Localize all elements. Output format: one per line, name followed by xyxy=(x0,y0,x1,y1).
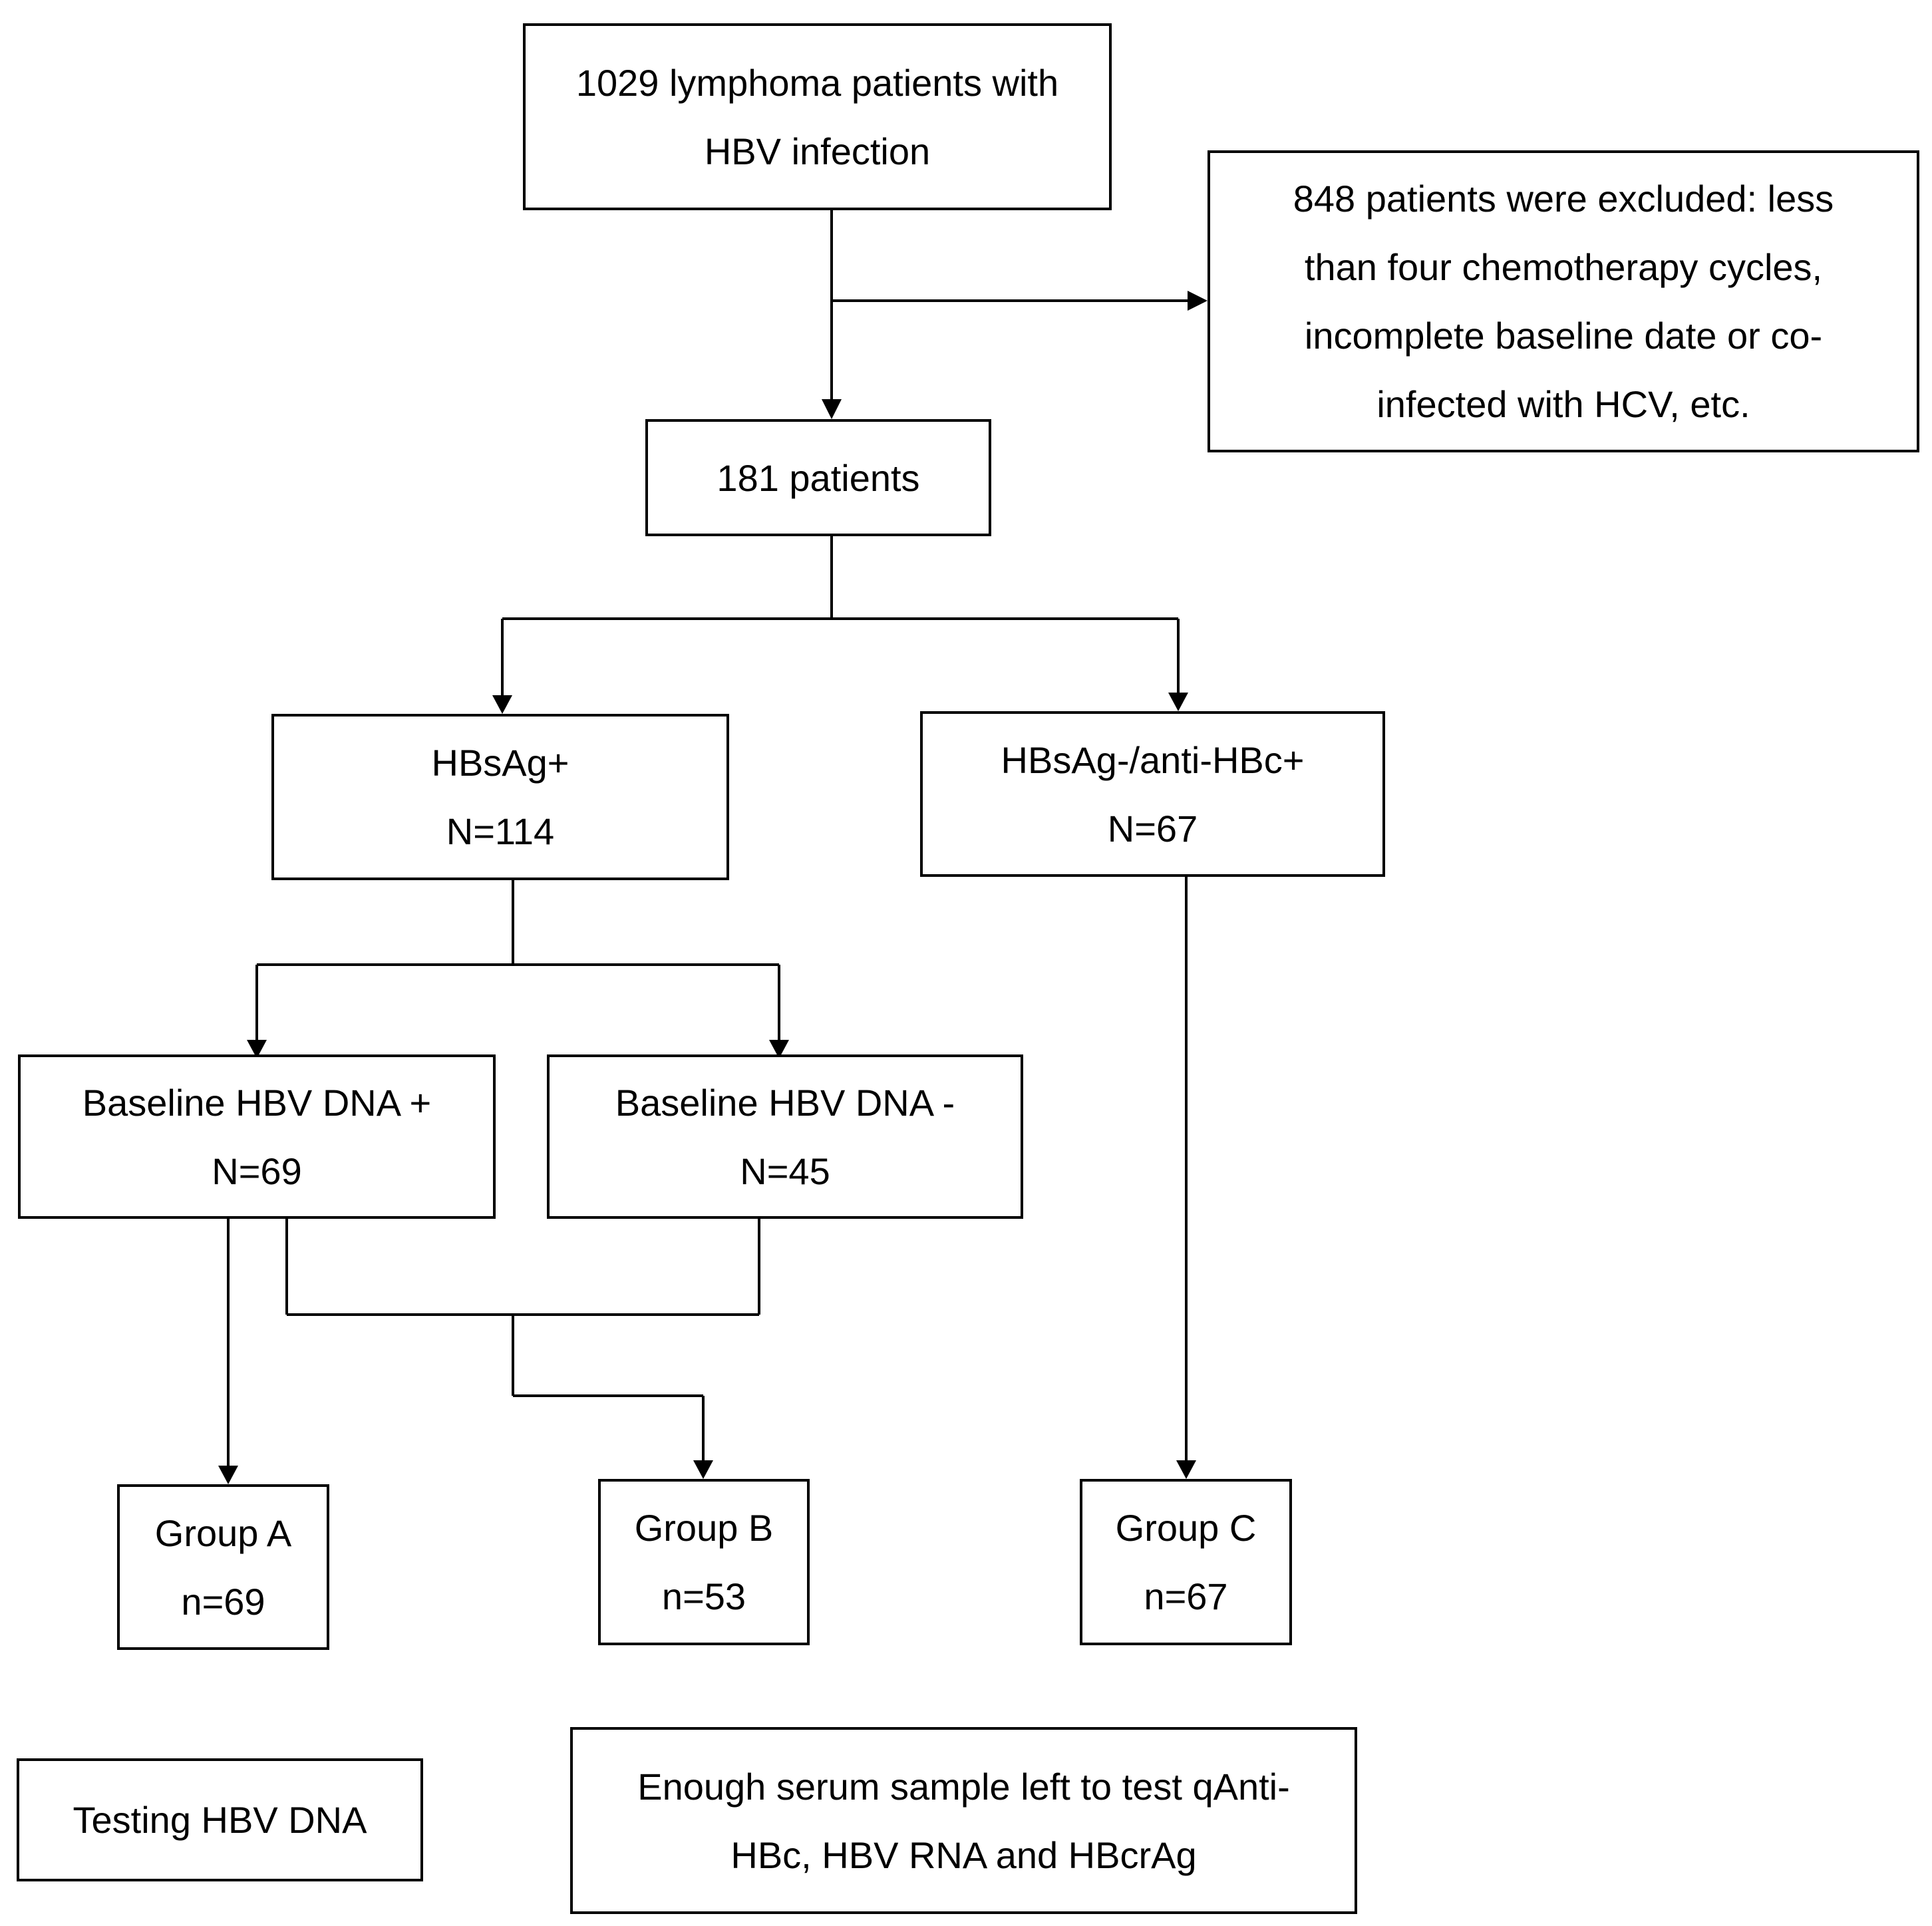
arrowhead-group-c xyxy=(1176,1460,1196,1479)
node-total-patients-line-1: 1029 lymphoma patients with xyxy=(575,61,1059,104)
legend-serum-sample-line-1: Enough serum sample left to test qAnti- xyxy=(637,1765,1290,1808)
node-group-a-line-2: n=69 xyxy=(181,1580,265,1623)
node-excluded-line-1: 848 patients were excluded: less xyxy=(1293,178,1834,220)
node-hbsag-positive-line-1: HBsAg+ xyxy=(431,742,569,784)
node-hbsag-negative: HBsAg-/anti-HBc+ N=67 xyxy=(920,711,1385,877)
arrowhead-hbsag-neg xyxy=(1168,693,1188,711)
node-group-a: Group A n=69 xyxy=(117,1484,329,1650)
node-excluded-patients: 848 patients were excluded: less than fo… xyxy=(1208,150,1919,452)
node-group-c-line-2: n=67 xyxy=(1144,1575,1228,1617)
arrowhead-group-a xyxy=(218,1466,238,1484)
node-total-patients: 1029 lymphoma patients with HBV infectio… xyxy=(523,23,1112,210)
legend-testing-hbv-dna-label: Testing HBV DNA xyxy=(73,1799,367,1841)
node-excluded-line-3: incomplete baseline date or co- xyxy=(1304,315,1823,357)
arrowhead-dna-neg xyxy=(769,1040,789,1058)
node-group-b: Group B n=53 xyxy=(598,1479,810,1645)
arrowhead-included xyxy=(822,399,842,419)
node-dna-positive-line-1: Baseline HBV DNA + xyxy=(82,1081,432,1124)
node-group-b-line-1: Group B xyxy=(634,1507,774,1549)
node-hbsag-negative-line-1: HBsAg-/anti-HBc+ xyxy=(1001,738,1305,781)
node-dna-positive: Baseline HBV DNA + N=69 xyxy=(18,1054,496,1219)
arrowhead-excluded xyxy=(1188,291,1208,311)
node-dna-negative-line-2: N=45 xyxy=(740,1150,830,1192)
legend-testing-hbv-dna: Testing HBV DNA xyxy=(17,1758,423,1881)
node-group-b-line-2: n=53 xyxy=(661,1575,746,1617)
node-included-line-1: 181 patients xyxy=(717,456,920,499)
node-group-c: Group C n=67 xyxy=(1080,1479,1292,1645)
node-dna-negative-line-1: Baseline HBV DNA - xyxy=(615,1081,955,1124)
node-excluded-line-4: infected with HCV, etc. xyxy=(1376,383,1750,425)
arrowhead-group-b xyxy=(693,1460,713,1479)
legend-serum-sample: Enough serum sample left to test qAnti- … xyxy=(570,1727,1357,1914)
node-included-patients: 181 patients xyxy=(645,419,991,536)
node-hbsag-positive: HBsAg+ N=114 xyxy=(271,714,729,880)
node-group-c-line-1: Group C xyxy=(1115,1507,1257,1549)
node-dna-positive-line-2: N=69 xyxy=(212,1150,302,1192)
node-hbsag-negative-line-2: N=67 xyxy=(1107,807,1198,850)
node-group-a-line-1: Group A xyxy=(154,1512,292,1554)
legend-serum-sample-line-2: HBc, HBV RNA and HBcrAg xyxy=(730,1834,1197,1876)
arrowhead-dna-pos xyxy=(247,1040,267,1058)
node-total-patients-line-2: HBV infection xyxy=(704,130,931,172)
node-excluded-line-2: than four chemotherapy cycles, xyxy=(1304,246,1823,288)
node-hbsag-positive-line-2: N=114 xyxy=(446,810,555,852)
arrowhead-hbsag-pos xyxy=(492,695,512,714)
node-dna-negative: Baseline HBV DNA - N=45 xyxy=(547,1054,1023,1219)
